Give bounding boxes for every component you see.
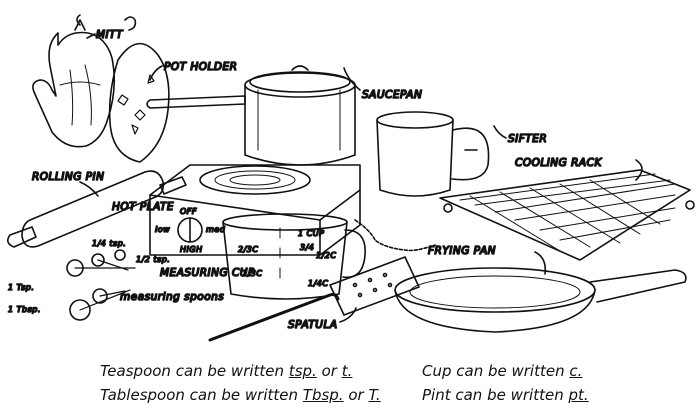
measuring-cup-drawing: 1 CUP 3/4 2/3C 1/2C 1/3C 1/4C MEASURING … (159, 213, 366, 300)
cooling-rack-drawing: COOLING RACK (439, 156, 695, 261)
cup-mark-1-4: 1/4C (308, 279, 328, 288)
knob-high-label: HIGH (180, 245, 203, 254)
cup-abbr: c. (569, 362, 583, 380)
saucepan-drawing: SAUCEPAN (146, 65, 423, 166)
cup-mark-3-4: 3/4 (300, 243, 314, 252)
spatula-label: SPATULA (288, 319, 338, 331)
half-tsp-label: 1/2 tsp. (136, 255, 170, 264)
cup-caption: Cup can be written c. (422, 362, 582, 380)
rolling-pin-label: ROLLING PIN (32, 171, 104, 183)
hot-plate-drawing: HOT PLATE OFF low med HIGH (111, 164, 436, 256)
teaspoon-abbr-2: t. (341, 362, 353, 380)
one-tbsp-label: 1 Tbsp. (8, 305, 41, 314)
measuring-spoons-drawing: 1/4 tsp. 1/2 tsp. 1 Tsp. 1 Tbsp. measuri… (7, 238, 225, 321)
pot-holder-drawing: POT HOLDER (108, 16, 238, 163)
spatula-drawing: SPATULA (208, 256, 420, 342)
knob-med-label: med (206, 225, 226, 234)
saucepan-label: SAUCEPAN (362, 89, 422, 101)
pint-abbr: pt. (568, 386, 589, 404)
cup-mark-1cup: 1 CUP (298, 229, 324, 238)
pint-text: Pint can be written (422, 386, 564, 404)
cup-mark-1-2: 1/2C (316, 251, 336, 260)
tablespoon-or: or (348, 386, 364, 404)
teaspoon-text: Teaspoon can be written (100, 362, 285, 380)
one-tsp-label: 1 Tsp. (8, 283, 34, 292)
pint-caption: Pint can be written pt. (422, 386, 589, 404)
sifter-drawing: SIFTER (376, 111, 547, 197)
teaspoon-caption: Teaspoon can be written tsp. or t. (100, 362, 352, 380)
tablespoon-abbr-2: T. (368, 386, 381, 404)
mitt-label: MITT (96, 29, 124, 41)
quarter-tsp-label: 1/4 tsp. (92, 239, 126, 248)
tablespoon-caption: Tablespoon can be written Tbsp. or T. (100, 386, 381, 404)
cooling-rack-label: COOLING RACK (515, 157, 602, 169)
knob-off-label: OFF (180, 207, 197, 216)
pot-holder-label: POT HOLDER (164, 61, 237, 73)
measuring-spoons-label: measuring spoons (120, 291, 224, 303)
cup-mark-1-3: 1/3C (242, 269, 262, 278)
tablespoon-abbr-1: Tbsp. (302, 386, 344, 404)
teaspoon-abbr-1: tsp. (288, 362, 317, 380)
frying-pan-drawing: FRYING PAN (394, 244, 687, 333)
cup-mark-2-3: 2/3C (238, 245, 258, 254)
knob-low-label: low (155, 225, 170, 234)
cup-text: Cup can be written (422, 362, 565, 380)
frying-pan-label: FRYING PAN (428, 245, 496, 257)
oven-mitt-drawing (32, 14, 116, 148)
hot-plate-label: HOT PLATE (112, 201, 174, 213)
measuring-cup-label: MEASURING CUP (160, 267, 255, 279)
tablespoon-text: Tablespoon can be written (100, 386, 298, 404)
sifter-label: SIFTER (508, 133, 547, 145)
rolling-pin-drawing: ROLLING PIN (6, 170, 187, 248)
teaspoon-or: or (321, 362, 337, 380)
